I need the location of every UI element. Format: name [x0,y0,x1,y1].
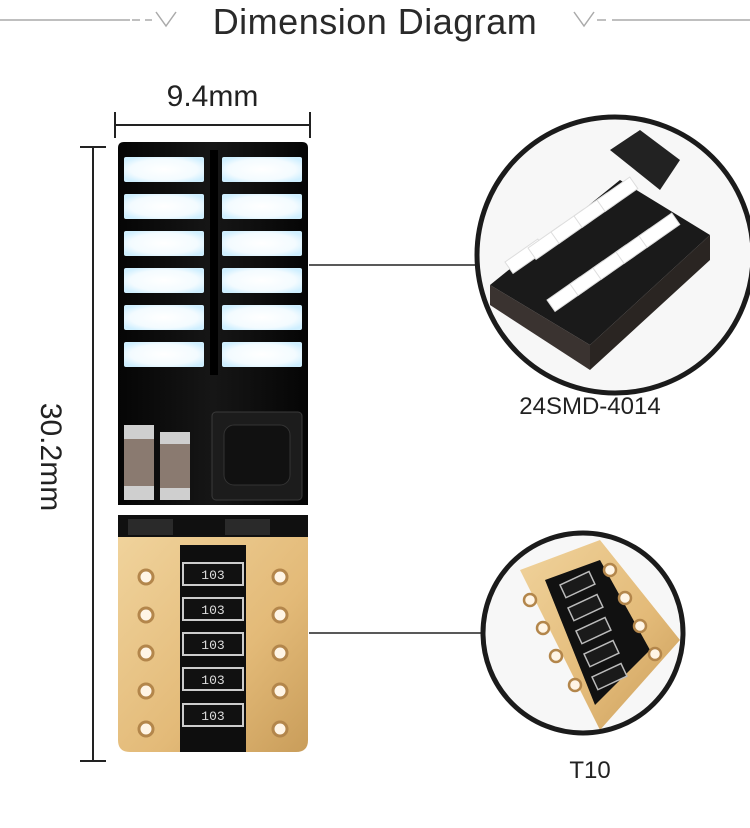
led-chips [124,157,302,367]
width-dimension-line [114,112,311,138]
callout-led-type: 24SMD-4014 [519,393,661,420]
page-title: Dimension Diagram [212,1,538,42]
height-dimension-line [80,146,106,762]
zoom-circle-leds [474,114,750,396]
chip-label: 103 [201,673,224,688]
width-label: 9.4mm [166,80,259,113]
callout-base-type: T10 [569,757,611,784]
chip-label: 103 [201,638,224,653]
title-decoration [0,11,750,28]
chip-label: 103 [201,709,224,724]
chip-label: 103 [201,568,224,583]
copper-holes [137,568,289,738]
t10-led-bulb: 103 103 103 103 103 [118,142,308,752]
height-label: 30.2mm [34,402,67,512]
resistor-chips: 103 103 103 103 103 [182,562,244,727]
smd-components [124,411,303,501]
zoom-circle-base [480,530,686,736]
chip-label: 103 [201,603,224,618]
